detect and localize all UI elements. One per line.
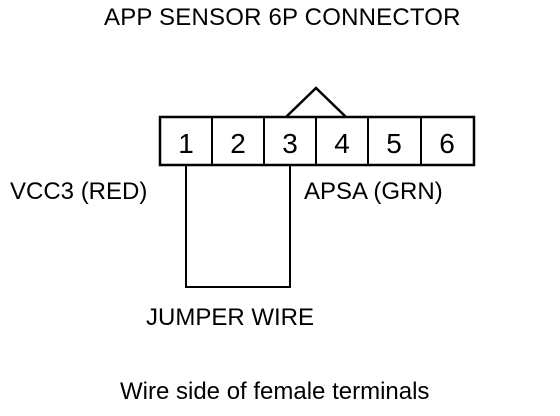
pin-number-1: 1 (178, 128, 194, 159)
vcc3-terminal-label: VCC3 (RED) (10, 178, 148, 205)
pin-number-6: 6 (439, 128, 455, 159)
pin-number-4: 4 (334, 128, 350, 159)
view-note: Wire side of female terminals (120, 378, 430, 405)
apsa-terminal-label: APSA (GRN) (304, 178, 443, 205)
jumper-wire (185, 165, 291, 288)
connector-lock-tab (285, 86, 347, 118)
pin-number-3: 3 (282, 128, 298, 159)
pin-number-2: 2 (230, 128, 246, 159)
diagram-title: APP SENSOR 6P CONNECTOR (104, 4, 461, 31)
pin-number-5: 5 (386, 128, 402, 159)
jumper-wire-label: JUMPER WIRE (146, 304, 314, 331)
